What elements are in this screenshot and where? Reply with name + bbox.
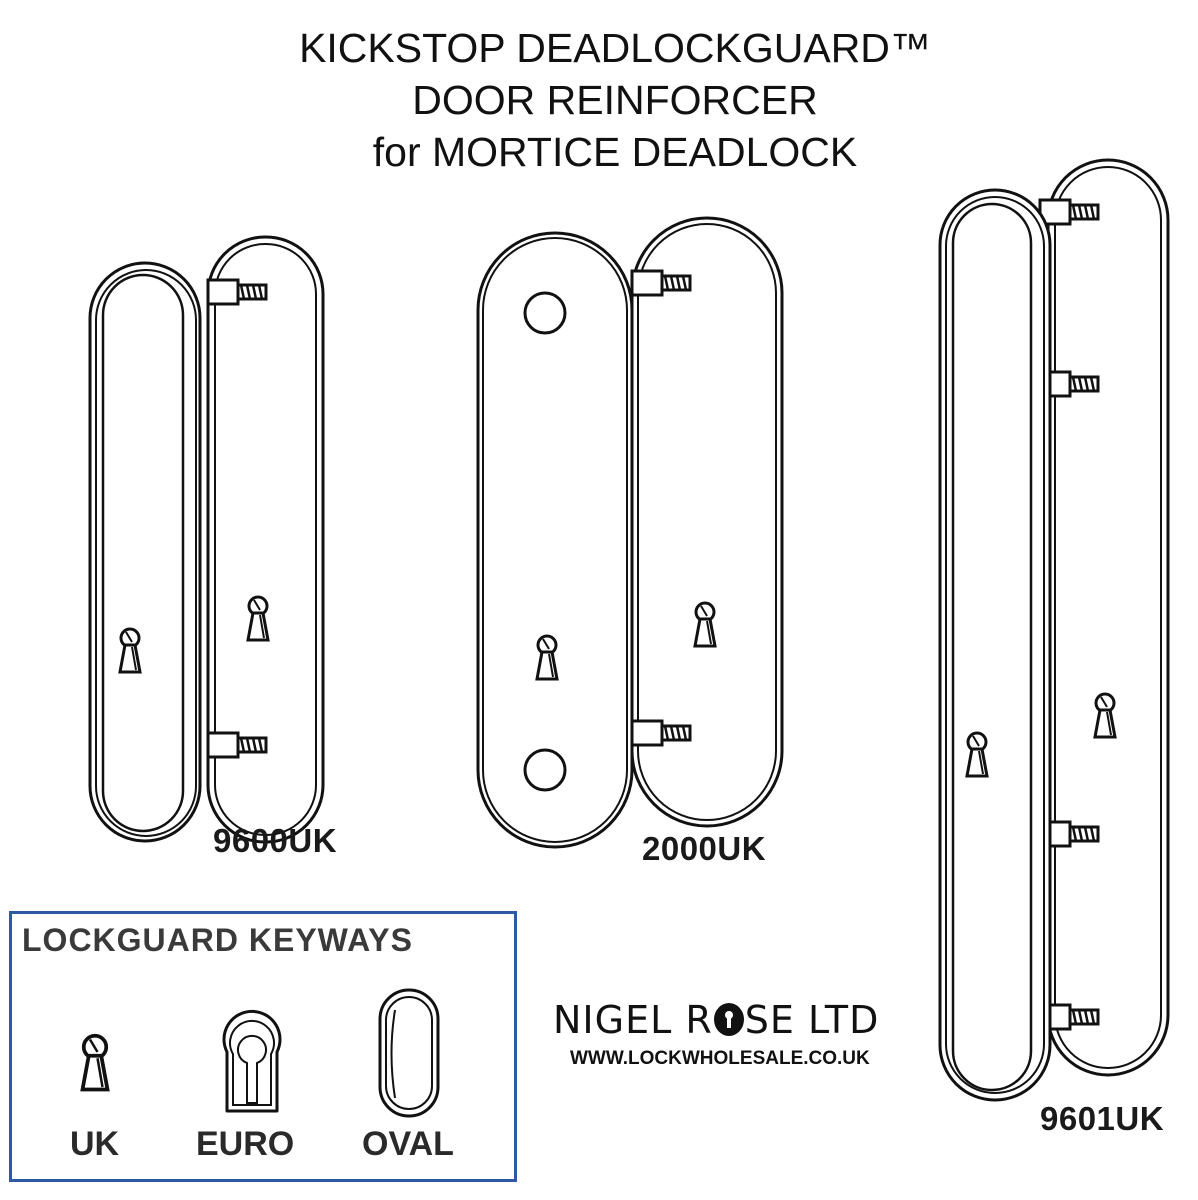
model-label-9601uk: 9601UK <box>1040 1100 1165 1137</box>
brand-name-part2: SE LTD <box>744 998 880 1042</box>
keyway-label-uk: UK <box>70 1125 120 1163</box>
keyway-label-oval: OVAL <box>362 1125 454 1163</box>
keyhole-logo-icon <box>713 1003 744 1036</box>
title-line-1: KICKSTOP DEADLOCKGUARD™ <box>299 25 931 71</box>
product-9601uk <box>938 158 1170 1102</box>
brand-name-part1: NIGEL R <box>553 998 713 1042</box>
keyway-label-euro: EURO <box>196 1125 295 1163</box>
title-line-3: for MORTICE DEADLOCK <box>372 129 858 175</box>
product-9600uk <box>88 235 325 844</box>
oval-keyway-icon <box>378 988 440 1118</box>
model-label-9600uk: 9600UK <box>213 822 338 859</box>
model-label-2000uk: 2000UK <box>642 830 767 867</box>
brand-logo: NIGEL R SE LTD <box>553 998 879 1042</box>
title-line-2: DOOR REINFORCER <box>412 77 818 123</box>
product-2000uk <box>476 216 784 849</box>
keyways-panel <box>9 911 517 1182</box>
keyways-heading: LOCKGUARD KEYWAYS <box>22 922 413 958</box>
euro-keyway-icon <box>222 1009 282 1113</box>
brand-url: WWW.LOCKWHOLESALE.CO.UK <box>570 1048 870 1069</box>
